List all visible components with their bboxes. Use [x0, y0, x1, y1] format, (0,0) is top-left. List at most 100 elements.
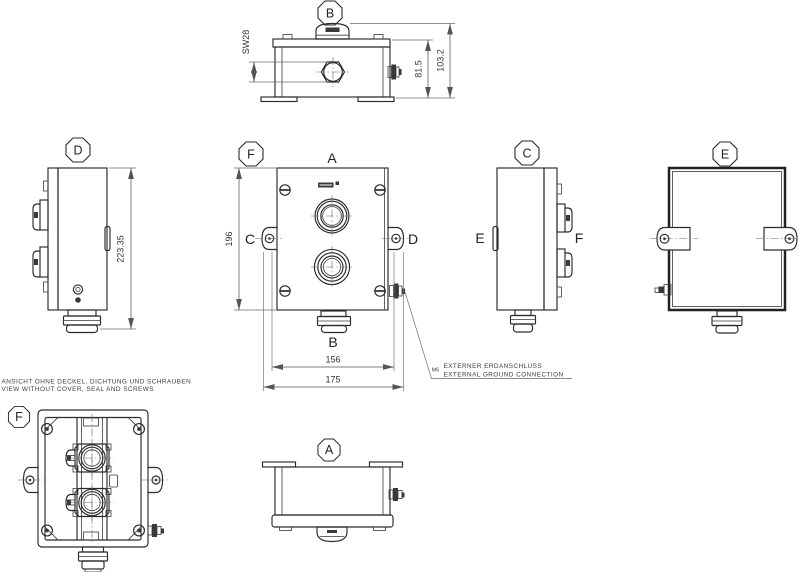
housing-body [274, 46, 391, 98]
view-bottom: A [261, 438, 405, 543]
ground-note-english: EXTERNAL GROUND CONNECTION [444, 372, 564, 379]
manufacturer-logo-mark [318, 181, 339, 188]
pushbutton-profile [32, 246, 49, 278]
face-letter-left: C [245, 231, 255, 247]
mounting-foot [357, 96, 395, 103]
cable-gland [316, 310, 352, 334]
view-front: F A [224, 141, 572, 391]
cover-plate [271, 514, 394, 528]
dimension-sw28: SW28 [241, 30, 328, 83]
dimension-175: 175 [263, 252, 404, 391]
dimension-223-35: 223.35 [100, 167, 136, 330]
cover-screw [43, 180, 49, 192]
ground-connection-callout: M6 EXTERNER ERDANSCHLUSS EXTERNAL GROUND… [404, 291, 572, 379]
corner-screw-hole [41, 423, 53, 435]
balloon-right-view: C [514, 140, 540, 166]
enclosure-cover [276, 167, 389, 311]
balloon-letter: F [247, 148, 255, 162]
pushbutton-upper [311, 195, 353, 237]
mounting-ear-left [650, 226, 698, 251]
corner-screw-hole [133, 524, 145, 537]
ground-screw [654, 284, 672, 296]
pushbutton-profile [556, 248, 573, 278]
dimension-text: 81.5 [414, 60, 424, 78]
cover-screw [278, 284, 292, 298]
cover-screw [556, 183, 562, 195]
balloon-front-view: F [238, 141, 264, 167]
view-back: E [650, 141, 799, 334]
face-letter-right: F [575, 230, 584, 246]
face-letter-top: A [327, 150, 337, 166]
corner-screw-hole [133, 423, 145, 435]
housing-body [274, 466, 391, 516]
view-interior: F [7, 405, 168, 572]
view-note-english: VIEW WITHOUT COVER, SEAL AND SCREWS [2, 386, 154, 393]
dimension-text: 223.35 [116, 235, 126, 263]
enclosure-open-box [37, 409, 149, 548]
pushbutton-dome-profile [315, 22, 350, 40]
cover-screw [373, 34, 384, 40]
dimension-text: SW28 [241, 30, 251, 55]
cover-screw [282, 34, 293, 40]
cable-gland [77, 546, 109, 572]
mounting-ear-left [18, 466, 44, 494]
balloon-top-view: B [317, 0, 343, 26]
cover-screw [556, 286, 562, 298]
balloon-letter: F [15, 410, 23, 424]
dimension-text: 196 [224, 231, 234, 246]
balloon-letter: D [73, 144, 82, 158]
ground-note-german: EXTERNER ERDANSCHLUSS [444, 363, 543, 370]
cover-screw [43, 281, 49, 293]
balloon-letter: A [325, 443, 334, 457]
cable-gland [711, 310, 743, 334]
dimension-156: 156 [271, 252, 395, 371]
side-latch [104, 225, 111, 252]
ground-screw [72, 284, 84, 303]
side-latch [492, 225, 499, 252]
side-gland-small [387, 64, 402, 80]
mounting-ear-left [255, 226, 284, 251]
ground-lug [147, 524, 164, 537]
balloon-left-view: D [65, 137, 91, 163]
cable-gland [62, 309, 102, 334]
mounting-ear-right [382, 226, 411, 251]
cable-gland [509, 309, 537, 333]
mounting-foot [261, 461, 297, 468]
ground-thread-size: M6 [432, 368, 440, 374]
contact-block-upper [65, 439, 115, 477]
pushbutton-profile [32, 199, 49, 231]
cover-screw [278, 183, 292, 197]
balloon-letter: B [326, 7, 334, 21]
dimension-text: 175 [325, 375, 340, 385]
view-left-side: D 223.3 [32, 137, 136, 334]
balloon-letter: C [522, 147, 531, 161]
balloon-bottom-view: A [317, 438, 341, 462]
dimension-103-2: 103.2 [350, 23, 455, 98]
contact-block-lower [65, 483, 115, 522]
view-right-side: C E F [475, 140, 584, 333]
pushbutton-lower [311, 246, 353, 288]
balloon-interior-view: F [7, 405, 31, 429]
mounting-rail [76, 414, 108, 544]
cover-flange [543, 167, 558, 311]
dimension-196: 196 [224, 167, 276, 311]
dome-slot [325, 27, 340, 32]
cover-screw [373, 183, 387, 197]
balloon-back-view: E [712, 141, 738, 167]
ground-lug [389, 283, 405, 299]
housing-body [496, 167, 545, 311]
cover-pad [373, 526, 386, 531]
cover-rim [272, 38, 391, 48]
face-letter-right: D [408, 231, 418, 247]
ground-lug [388, 488, 405, 501]
balloon-letter: E [721, 148, 729, 162]
view-top: B SW28 81.5 [241, 0, 455, 103]
mounting-ear-right [142, 466, 168, 494]
face-letter-left: E [475, 230, 484, 246]
pushbutton-profile [556, 203, 573, 233]
cover-pad [279, 526, 292, 531]
mounting-ear-right [756, 226, 799, 251]
face-letter-bottom: B [328, 334, 337, 350]
